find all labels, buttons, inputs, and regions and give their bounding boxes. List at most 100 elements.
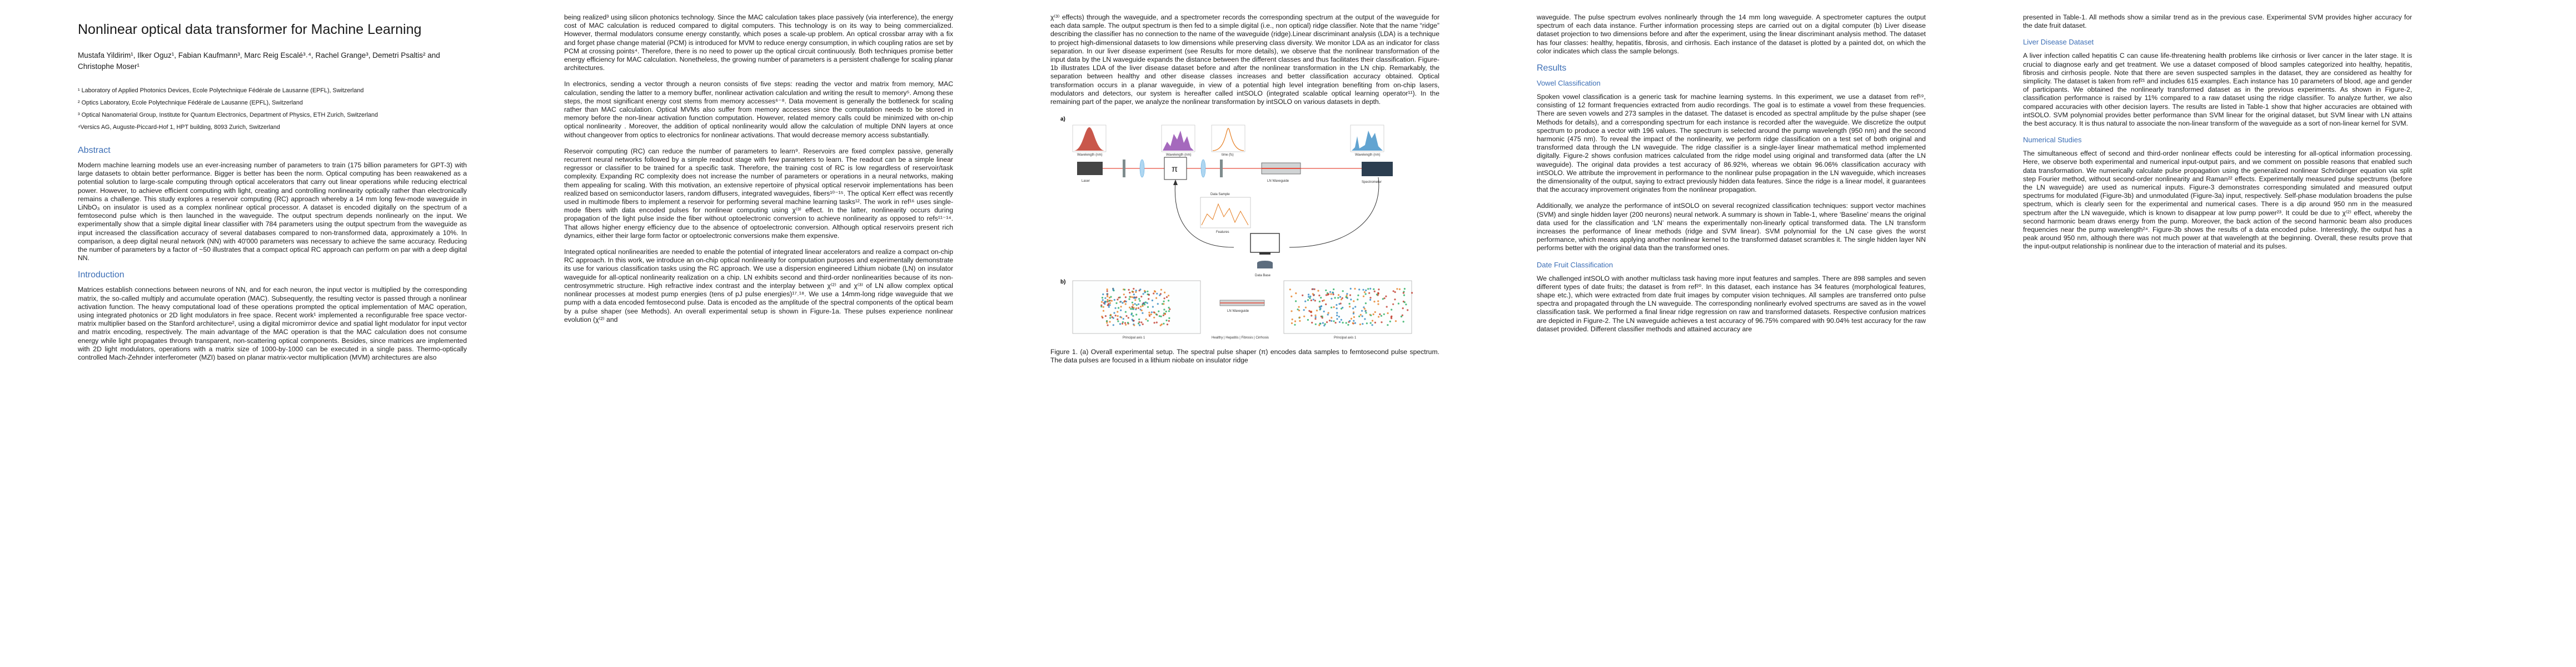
lda-point [1411, 292, 1413, 294]
lda-point [1165, 311, 1167, 313]
lda-point [1346, 293, 1348, 295]
database-icon-body [1257, 263, 1273, 269]
lda-point [1352, 322, 1354, 325]
lda-point [1327, 313, 1329, 316]
lda-point [1331, 306, 1333, 309]
lda-point [1380, 315, 1383, 317]
figure-1-caption: Figure 1. (a) Overall experimental setup… [1050, 348, 1439, 365]
lda-point [1112, 288, 1114, 290]
lda-point [1159, 294, 1161, 296]
axis-label: Wavelength (nm) [1077, 153, 1102, 157]
lda-plot-before [1072, 280, 1201, 334]
lda-point [1383, 313, 1385, 316]
column-2: being realized³ using silicon photonics … [564, 13, 953, 332]
lda-point [1107, 324, 1109, 326]
lda-point [1383, 297, 1386, 300]
lda-point [1403, 288, 1406, 290]
lda-point [1134, 303, 1136, 305]
lda-point [1337, 297, 1339, 299]
lda-point [1382, 298, 1384, 300]
lda-point [1336, 318, 1338, 320]
body-paragraph: We challenged intSOLO with another multi… [1537, 274, 1926, 333]
lda-point [1163, 297, 1165, 300]
lda-point [1378, 288, 1380, 291]
lda-point [1362, 288, 1364, 291]
lda-point [1104, 315, 1107, 317]
lda-point [1155, 297, 1158, 300]
lda-point [1377, 300, 1379, 302]
affiliation-4: ⁴Versics AG, Auguste-Piccard-Hof 1, HPT … [78, 124, 280, 131]
data-sample-plot [1200, 197, 1251, 228]
lda-point [1291, 322, 1293, 325]
lda-point [1130, 308, 1132, 310]
lda-point [1142, 312, 1144, 315]
lda-point [1359, 314, 1362, 316]
lda-point [1148, 313, 1150, 316]
lda-point [1325, 294, 1327, 296]
lda-point [1160, 323, 1163, 326]
lda-point [1370, 314, 1372, 317]
lda-point [1369, 288, 1372, 290]
lda-point [1159, 325, 1162, 327]
panel-b-label: b) [1060, 279, 1065, 285]
lda-point [1131, 301, 1133, 304]
lda-point [1147, 320, 1149, 322]
lda-point [1168, 317, 1170, 320]
lda-point [1364, 310, 1367, 312]
lda-point [1112, 317, 1114, 320]
lda-point [1127, 317, 1129, 319]
lda-point [1361, 315, 1363, 317]
lda-point [1314, 314, 1317, 317]
pulse-shaper-box [1164, 157, 1187, 180]
lda-point [1120, 301, 1122, 303]
laser-label: Laser [1082, 180, 1090, 183]
lda-point [1342, 322, 1344, 324]
spectrometer-label: Spectrometer [1362, 181, 1382, 184]
lda-point [1361, 310, 1363, 312]
lda-point [1321, 316, 1323, 318]
lda-point [1130, 313, 1133, 316]
lda-point [1102, 293, 1104, 296]
lda-point [1109, 302, 1111, 305]
lda-point [1371, 320, 1374, 322]
lda-point [1151, 300, 1153, 302]
lda-point [1133, 324, 1135, 326]
lda-point [1373, 288, 1375, 291]
lda-point [1144, 291, 1146, 293]
lda-point [1113, 299, 1115, 301]
output-spectrum-inset: Wavelength (nm) [1350, 125, 1384, 157]
lda-points-before [1100, 287, 1171, 327]
lda-point [1386, 306, 1388, 308]
lda-point [1352, 312, 1354, 315]
lda-point [1331, 297, 1333, 300]
lda-point [1132, 308, 1134, 310]
body-paragraph: Additionally, we analyze the performance… [1537, 202, 1926, 252]
lda-point [1313, 294, 1315, 297]
lda-point [1106, 288, 1108, 291]
introduction-heading: Introduction [78, 270, 124, 280]
lda-point [1313, 288, 1316, 291]
lda-point [1168, 300, 1170, 302]
figure-1-graphic: a) Wavelength (nm) Wavelength (nm) [1060, 116, 1413, 340]
lda-point [1110, 300, 1113, 302]
lda-point [1155, 313, 1157, 316]
column-3: χ⁽³⁾ effects) through the waveguide, and… [1050, 13, 1439, 365]
lda-point [1148, 298, 1150, 300]
lda-point [1387, 324, 1389, 326]
lda-point [1396, 288, 1398, 290]
lda-point [1329, 291, 1332, 293]
lda-point [1135, 291, 1137, 293]
lda-point [1331, 320, 1333, 322]
lda-point [1135, 313, 1138, 316]
lda-point [1363, 306, 1365, 308]
lda-point [1102, 299, 1104, 301]
lda-point [1320, 297, 1322, 299]
lens [1139, 159, 1145, 178]
lda-point [1107, 295, 1109, 298]
lda-point [1160, 315, 1162, 318]
lda-point [1364, 293, 1367, 295]
lda-point [1365, 312, 1367, 314]
lda-point [1124, 322, 1127, 324]
lda-point [1325, 289, 1327, 292]
body-paragraph: The simultaneous effect of second and th… [2023, 150, 2412, 251]
